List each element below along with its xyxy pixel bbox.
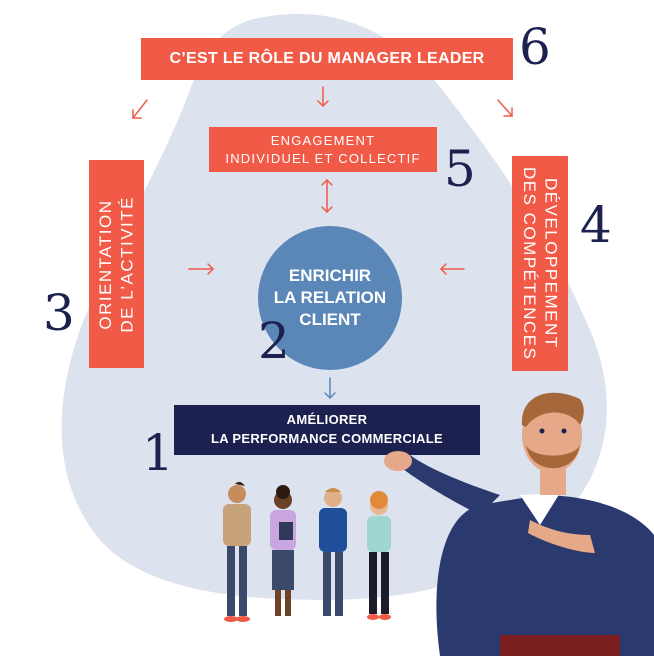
developpement-box: DÉVELOPPEMENT DES COMPÉTENCES — [512, 156, 568, 371]
number-6: 6 — [519, 18, 551, 76]
center-label: ENRICHIR LA RELATION CLIENT — [273, 265, 387, 330]
number-3: 3 — [43, 284, 75, 342]
developpement-label: DÉVELOPPEMENT DES COMPÉTENCES — [520, 166, 561, 361]
number-5: 5 — [444, 140, 476, 198]
team-illustration — [223, 481, 391, 622]
title-box-label: C’EST LE RÔLE DU MANAGER LEADER — [169, 50, 485, 67]
arrow-to-developpement — [497, 99, 513, 117]
engagement-label: ENGAGEMENT INDIVIDUEL ET COLLECTIF — [225, 132, 421, 166]
number-4: 4 — [580, 196, 612, 254]
manager-illustration — [384, 392, 654, 656]
bottom-label: AMÉLIORER LA PERFORMANCE COMMERCIALE — [211, 412, 443, 446]
engagement-box: ENGAGEMENT INDIVIDUEL ET COLLECTIF — [209, 127, 437, 172]
bottom-box: AMÉLIORER LA PERFORMANCE COMMERCIALE — [174, 405, 480, 455]
orientation-label: ORIENTATION DE L’ACTIVITÉ — [96, 195, 137, 333]
number-1: 1 — [142, 424, 174, 482]
title-box: C’EST LE RÔLE DU MANAGER LEADER — [141, 38, 513, 80]
center-circle: ENRICHIR LA RELATION CLIENT — [258, 226, 402, 370]
number-2: 2 — [258, 312, 290, 370]
arrow-to-orientation — [132, 99, 148, 119]
orientation-box: ORIENTATION DE L’ACTIVITÉ — [89, 160, 144, 368]
